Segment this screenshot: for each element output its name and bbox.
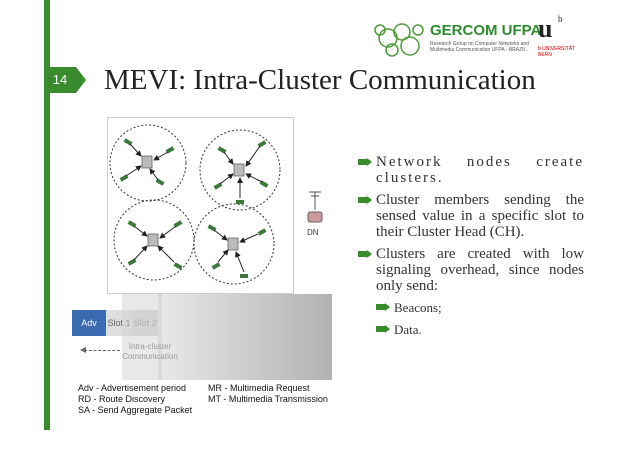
intra-cluster-label: Intra-cluster Communication (122, 342, 178, 361)
destination-node-icon (307, 191, 323, 223)
bullet-text: Network nodes create clusters. (376, 154, 584, 186)
timeline-shade-2 (158, 294, 332, 380)
timeline-shade-1 (122, 294, 162, 380)
cluster-diagram (107, 117, 294, 294)
legend-mt: MT - Multimedia Transmission (208, 394, 328, 404)
gercom-subtitle: Research Group on Computer Networks and … (430, 41, 529, 53)
intra-arrow-line (84, 350, 120, 352)
bullet-item: Network nodes create clusters. (358, 154, 584, 186)
bullet-arrow-icon (358, 158, 372, 166)
gercom-mark-icon (374, 23, 424, 57)
slide-number: 14 (44, 67, 86, 93)
sub-bullet-text: Data. (394, 322, 422, 337)
unibern-letter: u (538, 14, 553, 43)
bullet-arrow-icon (358, 250, 372, 258)
sub-bullet-text: Beacons; (394, 300, 442, 315)
legend-mr: MR - Multimedia Request (208, 383, 310, 393)
bullet-arrow-icon (358, 196, 372, 204)
legend-sa: SA - Send Aggregate Packet (78, 405, 193, 415)
unibern-sup: b (558, 14, 563, 24)
slot-adv: Adv (72, 310, 106, 336)
sub-bullet-arrow-icon (376, 325, 390, 333)
gercom-logo: GERCOM UFPA Research Group on Computer N… (370, 14, 541, 64)
cluster-diagram-graphic (109, 124, 281, 285)
sub-bullet-item: Data. (358, 322, 584, 338)
unibern-logo: u b b UNIVERSITÄT BERN (538, 14, 588, 64)
legend-adv: Adv - Advertisement period (78, 383, 187, 393)
legend-rd: RD - Route Discovery (78, 394, 166, 404)
dn-label: DN (307, 228, 319, 237)
bullet-item: Clusters are created with low signaling … (358, 246, 584, 294)
sub-bullet-arrow-icon (376, 303, 390, 311)
gercom-name: GERCOM UFPA (430, 22, 542, 39)
bullet-item: Cluster members sending the sensed value… (358, 192, 584, 240)
bullet-list: Network nodes create clusters. Cluster m… (358, 154, 584, 344)
unibern-text: b UNIVERSITÄT BERN (538, 46, 576, 58)
sub-bullet-item: Beacons; (358, 300, 584, 316)
slot-timeline: Adv Slot 1 Slot 2 Intra-cluster Communic… (62, 294, 332, 380)
slide-title: MEVI: Intra-Cluster Communication (104, 64, 536, 96)
bullet-text: Cluster members sending the sensed value… (376, 192, 584, 240)
arrow-left-icon (80, 347, 86, 353)
left-accent-bar (44, 0, 50, 430)
bullet-text: Clusters are created with low signaling … (376, 246, 584, 294)
